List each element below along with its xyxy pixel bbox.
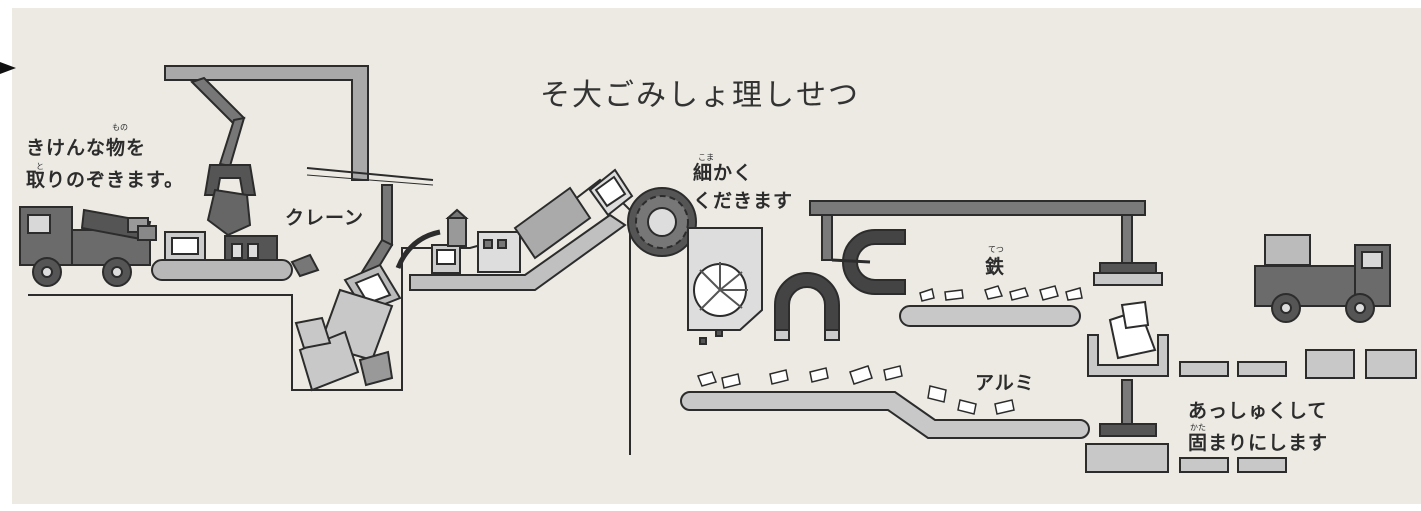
- crane-arm-1: [190, 76, 257, 237]
- ruby-koma: こま: [698, 153, 714, 162]
- label-komaka-line1: 細かく: [693, 162, 754, 184]
- press: [1085, 379, 1169, 473]
- junk-pile: [294, 288, 394, 392]
- label-kiken-line1: きけんな物を: [26, 137, 147, 159]
- magnet-gantry: [809, 200, 1163, 286]
- arrow-marker: [0, 62, 16, 74]
- label-aluminium: アルミ: [975, 372, 1035, 394]
- label-kiken-line2: 取りのぞきます。: [26, 169, 185, 191]
- crusher-gear-icon: [627, 187, 697, 257]
- crane-gantry: [164, 65, 369, 181]
- aluminium-scraps: [696, 365, 1015, 415]
- ruby-to: と: [36, 162, 44, 171]
- compressor-bin: [1087, 300, 1169, 377]
- magnet-2-icon: [831, 229, 906, 295]
- label-asshuku-line2: 固まりにします: [1188, 432, 1329, 454]
- shredder-icon: [687, 227, 763, 345]
- iron-scraps: [919, 285, 1083, 302]
- flow-arrow: [395, 229, 441, 269]
- iron-conveyor: [899, 305, 1081, 327]
- label-iron: 鉄: [985, 256, 1006, 278]
- magnet-1-icon: [774, 272, 840, 341]
- label-crane: クレーン: [285, 207, 365, 229]
- conveyor-2: [409, 168, 634, 291]
- label-komaka-line2: くだきます: [693, 190, 794, 212]
- aluminium-conveyor: [680, 391, 1090, 439]
- label-asshuku-line1: あっしゅくして: [1188, 400, 1328, 422]
- conveyor-1: [151, 231, 320, 281]
- dump-truck-icon: [19, 206, 157, 287]
- compressed-blocks: [1179, 349, 1417, 473]
- ruby-mono: もの: [112, 123, 128, 132]
- ruby-tetsu: てつ: [988, 245, 1004, 254]
- diagram-title: そ大ごみしょ理しせつ: [540, 78, 860, 113]
- ruby-kata: かた: [1190, 423, 1206, 432]
- outgoing-truck-icon: [1254, 234, 1391, 323]
